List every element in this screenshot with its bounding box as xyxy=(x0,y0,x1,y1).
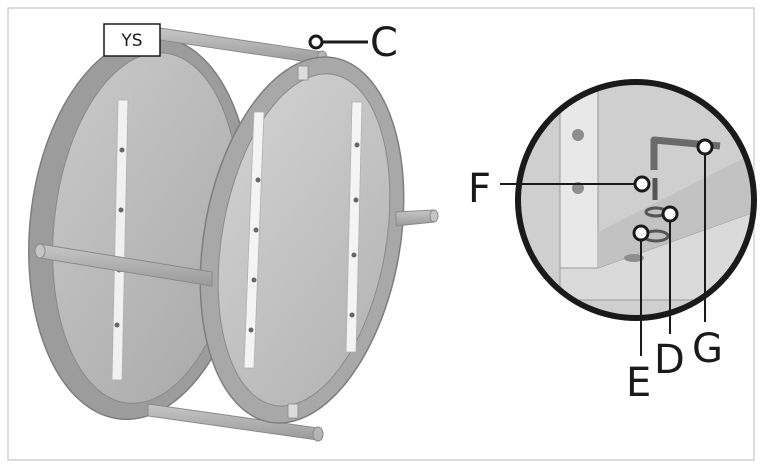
callout-c: C xyxy=(308,20,398,66)
callout-d: D xyxy=(654,205,685,383)
model-tag: YS xyxy=(103,23,161,57)
bottom-crossbar xyxy=(147,403,324,442)
front-strap-holes xyxy=(248,142,360,333)
middle-crossbar xyxy=(34,243,213,287)
callout-g-label: G xyxy=(692,326,723,372)
model-tag-text: YS xyxy=(120,31,142,51)
callout-f-label: F xyxy=(468,166,491,212)
callout-f: F xyxy=(468,166,651,212)
callout-g: G xyxy=(692,138,723,372)
callout-e-label: E xyxy=(626,360,651,406)
back-ring xyxy=(28,35,252,421)
right-stub xyxy=(395,209,439,227)
callout-e: E xyxy=(626,224,651,406)
front-strap-left xyxy=(243,111,265,369)
magnifier-rim xyxy=(515,79,757,321)
callout-c-label: C xyxy=(370,20,398,66)
table-frame-assembly xyxy=(28,27,439,442)
page-border xyxy=(7,7,755,461)
callout-d-label: D xyxy=(654,337,685,383)
front-strap-right xyxy=(345,101,363,353)
front-ring xyxy=(199,56,405,424)
detail-magnifier xyxy=(515,79,757,321)
back-strap xyxy=(111,99,129,381)
